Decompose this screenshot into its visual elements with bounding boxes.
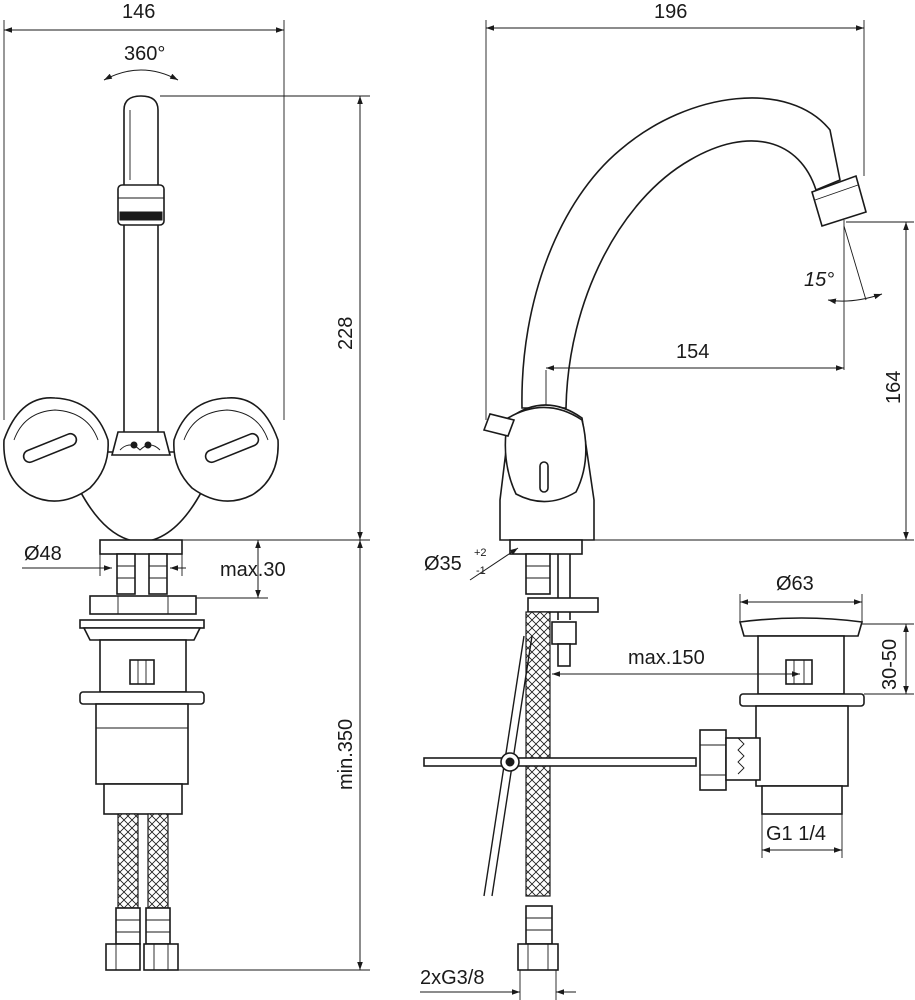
side-hose [525, 611, 551, 897]
reach-label: 154 [676, 341, 709, 363]
side-waste [699, 617, 865, 815]
side-aerator [811, 174, 867, 228]
waste-thread-label: G1 1/4 [766, 823, 826, 845]
front-waste [79, 619, 205, 815]
front-spout-tube [123, 95, 159, 441]
height-spout-label: 228 [335, 317, 357, 350]
front-hose-right [147, 813, 169, 909]
base-diameter-front-label: Ø48 [24, 543, 62, 565]
width-front-label: 146 [122, 1, 155, 23]
min-length-label: min.350 [335, 719, 357, 790]
side-mounting-plate [527, 597, 599, 613]
rotation-label: 360° [124, 43, 165, 65]
pull-rod-max-label: max.150 [628, 647, 705, 669]
front-handle-left [3, 397, 109, 502]
tolerance-lower-label: -1 [476, 565, 486, 577]
front-hose-left [117, 813, 139, 909]
spout-height-label: 164 [883, 371, 905, 404]
side-base-ring [509, 539, 583, 555]
tolerance-upper-label: +2 [474, 547, 487, 559]
side-view: 196 15° 154 164 Ø35 +2 -1 Ø63 30-50 max.… [420, 1, 914, 1000]
waste-range-label: 30-50 [879, 639, 901, 690]
max-thickness-label: max.30 [220, 559, 286, 581]
front-view: 146 360° 228 Ø48 max.30 min.350 [3, 1, 370, 971]
front-base-ring [99, 539, 183, 555]
waste-diameter-label: Ø63 [776, 573, 814, 595]
width-side-label: 196 [654, 1, 687, 23]
side-spout [521, 97, 841, 409]
front-mounting-plate [89, 595, 197, 615]
hose-thread-label: 2xG3/8 [420, 967, 484, 989]
base-diameter-side-label: Ø35 [424, 553, 462, 575]
front-handle-right [173, 397, 279, 502]
spout-angle-label: 15° [804, 269, 834, 291]
